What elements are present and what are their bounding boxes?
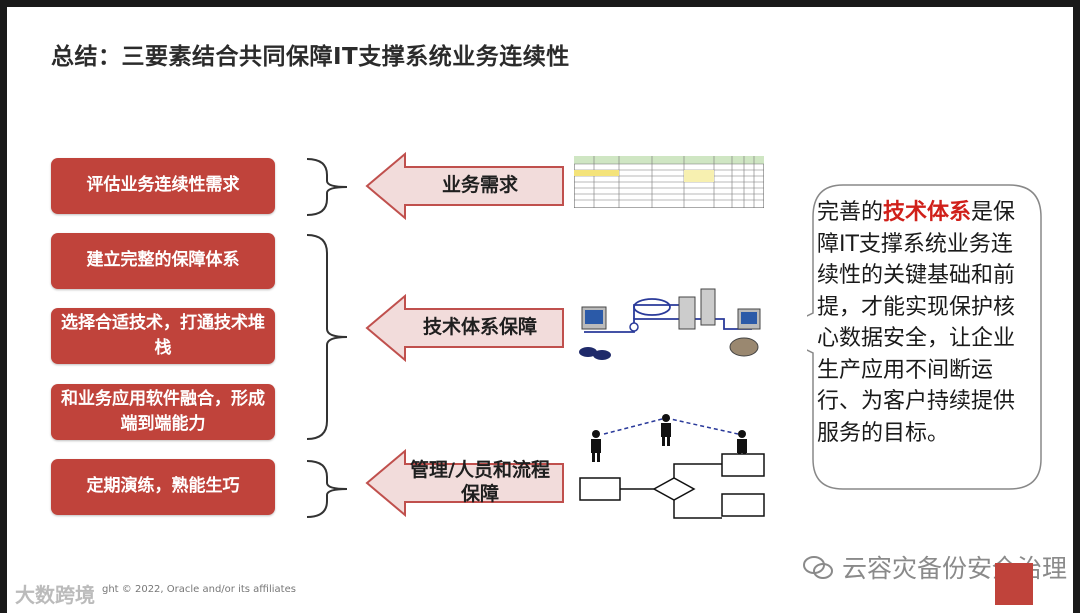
watermark-left: 大数跨境 [15,579,95,608]
oracle-logo [995,563,1033,605]
wechat-icon [803,556,833,579]
copyright-footer: ght © 2022, Oracle and/or its affiliates [102,584,296,595]
slide-title: 总结：三要素结合共同保障IT支撑系统业务连续性 [51,44,570,70]
spreadsheet-image [574,156,764,208]
arrow-business-needs: 业务需求 [365,151,565,221]
box-assess-requirements: 评估业务连续性需求 [51,158,275,214]
arrow-label: 技术体系保障 [422,316,537,339]
callout-text: 完善的技术体系是保障IT支撑系统业务连续性的关键基础和前提，才能实现保护核心数据… [817,197,1033,449]
box-choose-technology: 选择合适技术，打通技术堆栈 [51,308,275,364]
box-regular-drills: 定期演练，熟能生巧 [51,459,275,515]
box-integrate-apps: 和业务应用软件融合，形成端到端能力 [51,384,275,440]
arrow-management: 管理/人员和流程保障 [365,448,565,518]
callout-prefix: 完善的 [817,200,884,225]
arrow-label: 管理/人员和流程保障 [410,459,550,505]
box-build-system: 建立完整的保障体系 [51,233,275,289]
bracket-middle [306,234,348,440]
bracket-bottom [306,460,348,518]
callout-highlight: 技术体系 [883,200,972,225]
process-diagram [579,414,765,519]
arrow-label: 业务需求 [441,174,518,197]
watermark-left-text: 大数跨境 [15,583,95,607]
bracket-top [306,158,348,216]
network-diagram [579,288,761,360]
callout-suffix: 是保障IT支撑系统业务连续性的关键基础和前提，才能实现保护核心数据安全，让企业生… [817,200,1016,446]
callout-bubble: 完善的技术体系是保障IT支撑系统业务连续性的关键基础和前提，才能实现保护核心数据… [807,183,1045,493]
arrow-tech-system: 技术体系保障 [365,293,565,363]
watermark-right-text: 云容灾备份安全治理 [842,554,1068,583]
slide: 总结：三要素结合共同保障IT支撑系统业务连续性 评估业务连续性需求 建立完整的保… [7,7,1073,613]
